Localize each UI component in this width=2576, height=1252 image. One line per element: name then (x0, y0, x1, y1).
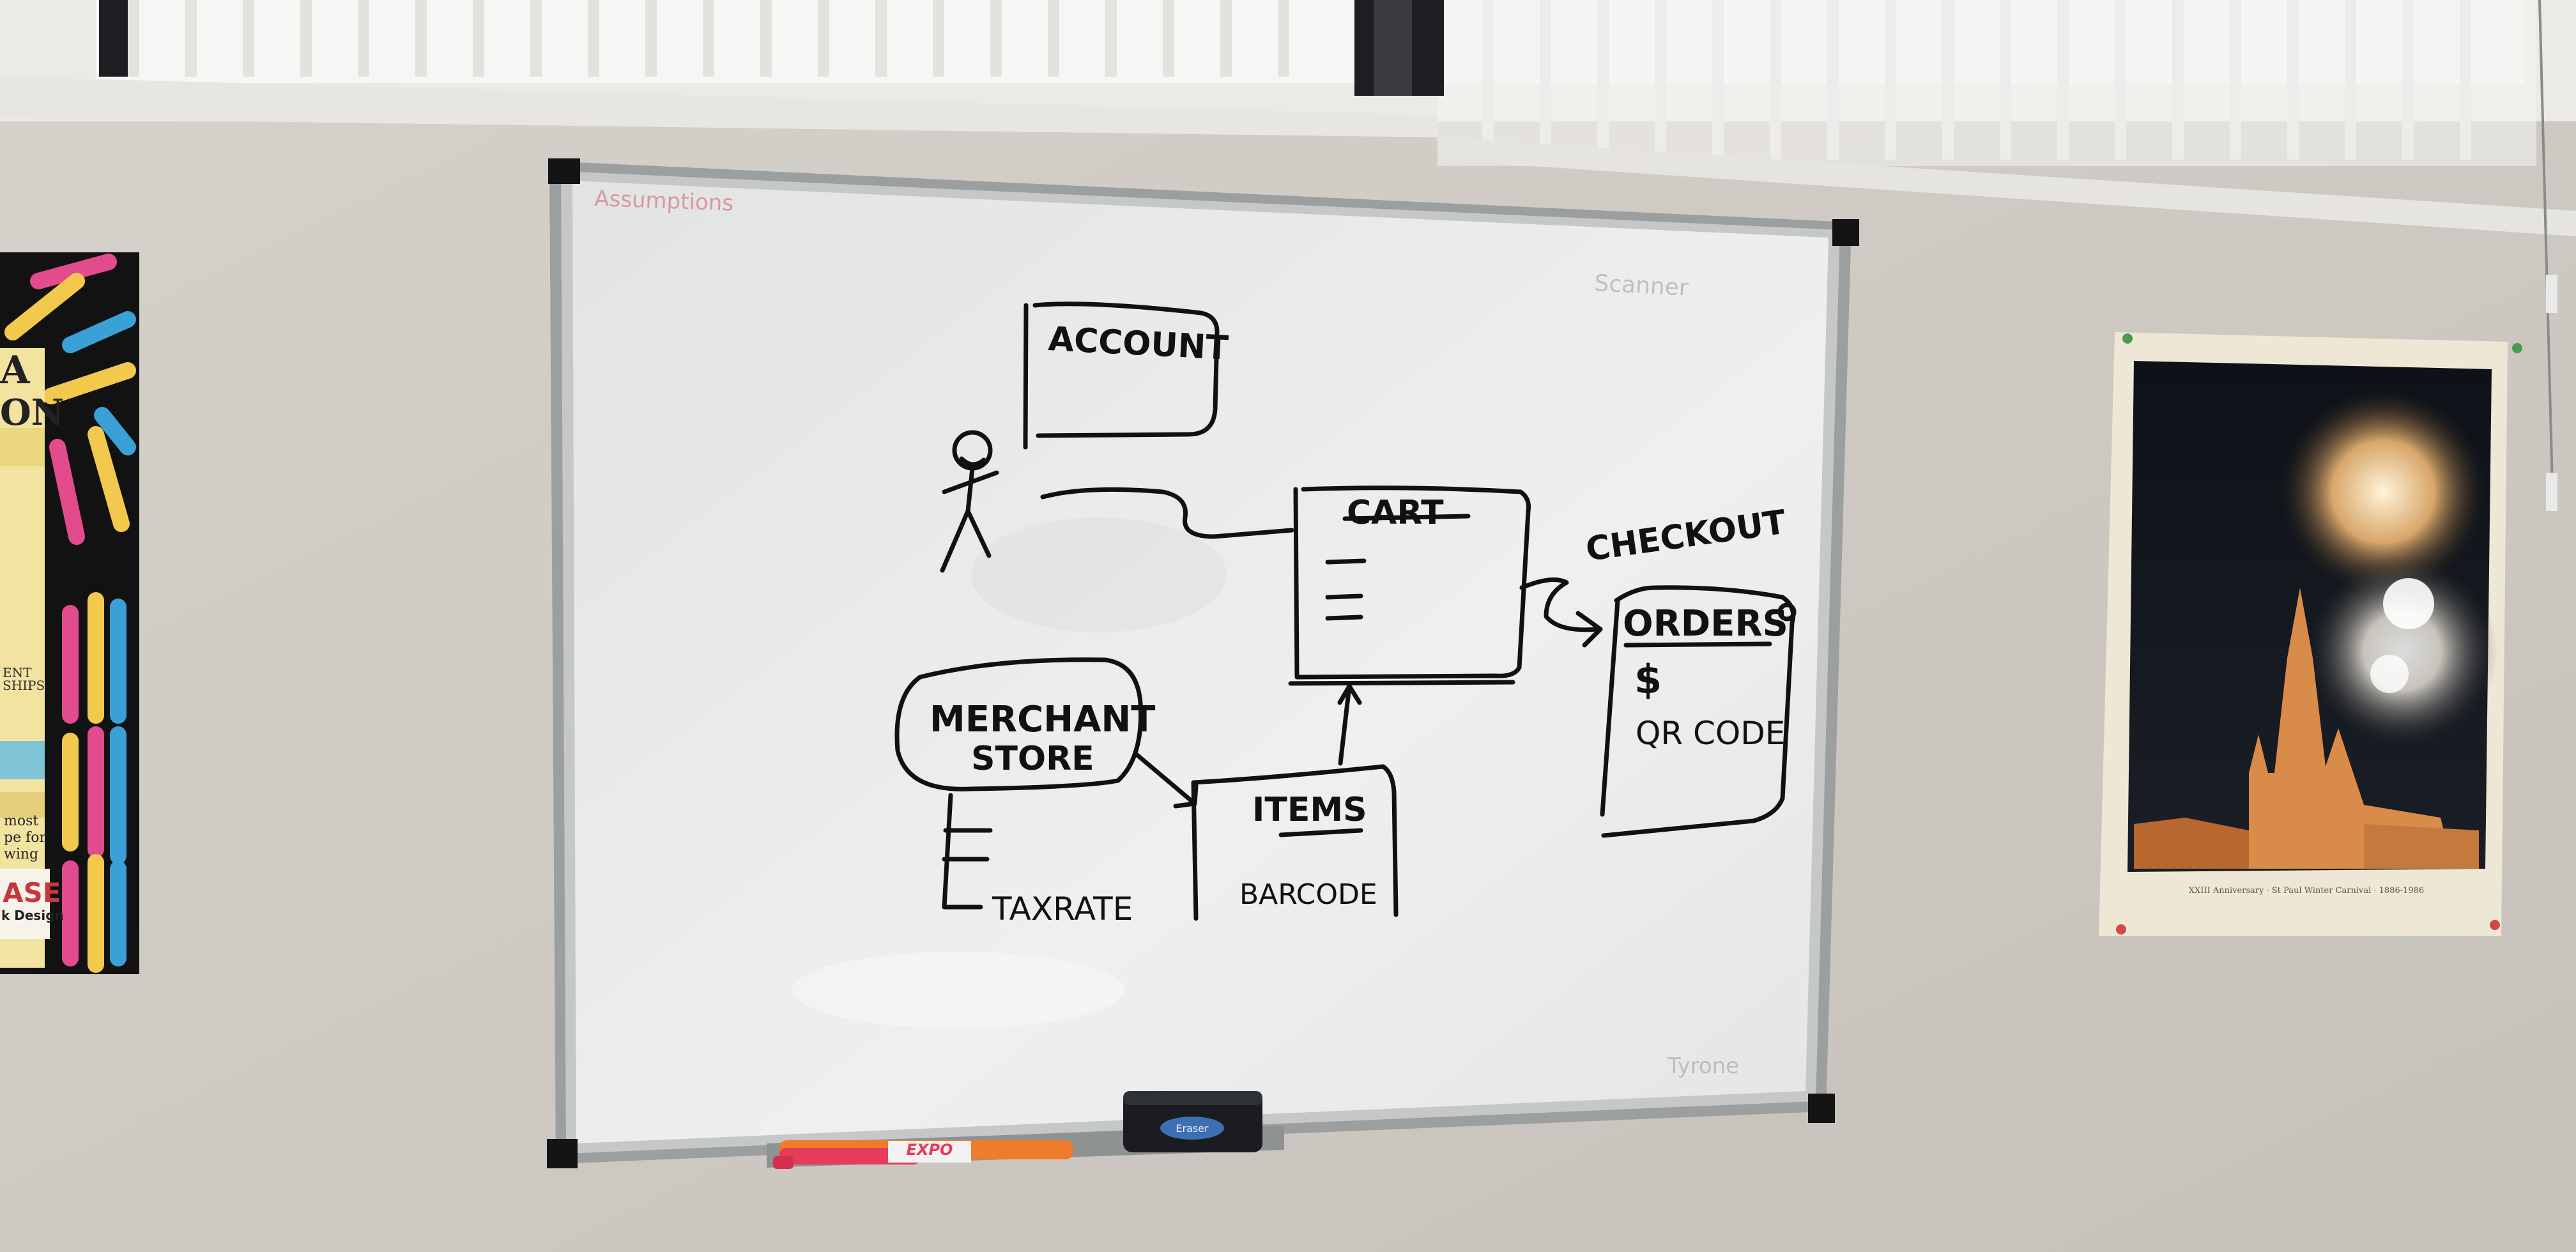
marker-brand-label: EXPO (907, 1141, 953, 1159)
stick-figure (940, 430, 999, 573)
markers[interactable]: EXPO (773, 1140, 1073, 1169)
faint-corner-bottom-text: Tyrone (1667, 1053, 1739, 1079)
items-to-cart-arrow (1337, 683, 1362, 766)
left-poster-fragment: ASE (3, 877, 61, 908)
left-poster-fragment: A (0, 348, 31, 393)
whiteboard-labels: ACCOUNT CART CHECKOUT ORDERS $ QR CODE M… (930, 320, 1788, 928)
taxrate-label: TAXRATE (992, 890, 1133, 928)
left-poster-fragment: wing (4, 846, 38, 862)
castle-silhouette (2134, 588, 2479, 869)
orders-box (1600, 585, 1796, 838)
store-label: STORE (971, 740, 1094, 778)
account-label: ACCOUNT (1047, 320, 1229, 368)
left-poster-fragment: most (4, 813, 38, 829)
left-poster-fragment: k Design (1, 908, 64, 923)
merchant-label: MERCHANT (930, 699, 1155, 740)
orders-dollar-label: $ (1634, 656, 1662, 703)
items-box (1191, 764, 1399, 921)
cart-lines (1325, 514, 1471, 621)
left-poster-fragment: ENT (3, 665, 32, 680)
whiteboard (547, 158, 1859, 1168)
orders-box-ring (1777, 602, 1797, 622)
orders-label: ORDERS (1623, 603, 1788, 645)
orders-qr-label: QR CODE (1636, 715, 1785, 752)
fireworks-poster-caption: XXIII Anniversary · St Paul Winter Carni… (2189, 886, 2424, 896)
barcode-label: BARCODE (1239, 878, 1377, 911)
cart-label: CART (1347, 494, 1444, 532)
cart-box (1288, 485, 1531, 686)
account-box (1023, 302, 1220, 450)
eraser-label: Eraser (1176, 1122, 1209, 1134)
window-blinds (0, 0, 2576, 511)
merchant-tree (942, 793, 993, 910)
whiteboard-eraser[interactable]: Eraser (1123, 1091, 1262, 1152)
left-poster: A ON ENT SHIPS most pe for wing ASE k De… (0, 252, 139, 974)
fireworks-poster: XXIII Anniversary · St Paul Winter Carni… (2099, 332, 2522, 936)
items-label: ITEMS (1252, 791, 1367, 829)
left-poster-fragment: pe for (4, 830, 46, 846)
whiteboard-diagram (894, 302, 1797, 921)
cart-to-orders-arrow (1519, 577, 1603, 648)
left-poster-fragment: ON (0, 392, 64, 434)
left-poster-fragment: SHIPS (3, 678, 45, 693)
user-to-cart-line (1040, 487, 1294, 539)
faint-corner-top-text: Scanner (1594, 270, 1689, 302)
merchant-box (894, 657, 1144, 791)
faint-header-text: Assumptions (594, 186, 734, 217)
